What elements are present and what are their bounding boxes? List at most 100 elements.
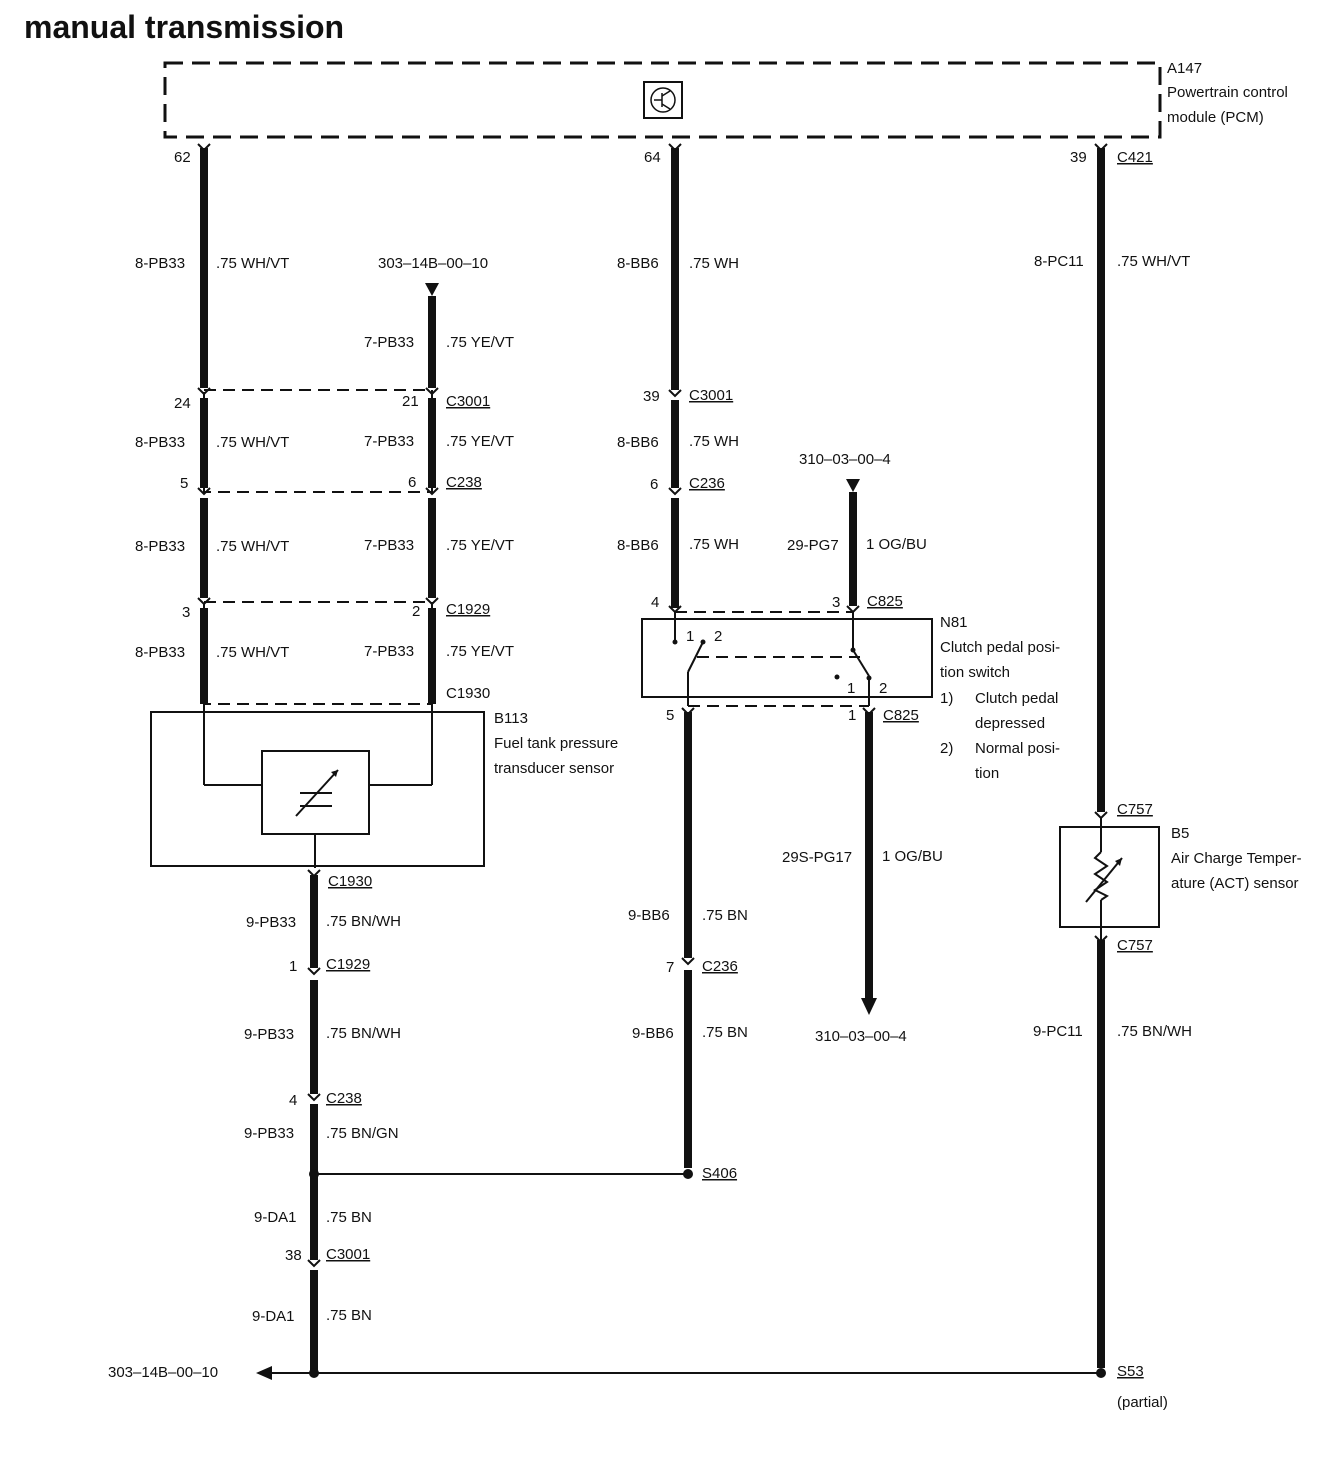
wire-ye-spec-4: .75 YE/VT [446,643,514,660]
b113-sensor [150,704,485,868]
n81-switch [641,612,933,706]
c1929-pin-ye: 2 [412,603,420,620]
splice-s53: S53 [1117,1363,1144,1380]
wire-og2-circuit: 29S-PG17 [782,849,852,866]
connector-c3001-bottom: C3001 [326,1246,370,1263]
wire-da1-lower-circuit: 9-DA1 [252,1308,295,1325]
wire-pc11-bottom-circuit: 9-PC11 [1033,1023,1083,1040]
wire-mid-circuit-3: 8-BB6 [617,537,659,554]
wire-bnwh2-circuit: 9-PB33 [244,1026,294,1043]
wire-da1-upper-circuit: 9-DA1 [254,1209,297,1226]
ref-bottom-left: 303–14B–00–10 [108,1364,218,1381]
n81-contact-2b: 2 [879,680,887,697]
c3001-pin-mid: 39 [643,388,660,405]
c238-pin-ye: 6 [408,474,416,491]
connector-c757-bottom: C757 [1117,937,1153,954]
c236-pin-mid: 6 [650,476,658,493]
connector-c3001: C3001 [446,393,490,410]
wire-ye-spec: .75 YE/VT [446,334,514,351]
arrow-left-icon [256,1366,272,1380]
connector-c825-bottom: C825 [883,707,919,724]
transistor-symbol-icon [643,81,683,119]
c825-bottom-pin-og: 1 [848,707,856,724]
splice-dot [1096,1368,1106,1378]
variable-resistor-icon [261,750,370,835]
connector-c3001-c238-outline [203,389,433,493]
connector-c1930-bottom: C1930 [328,873,372,890]
n81-note2-b: tion [975,765,999,782]
wire-left-circuit: 8-PB33 [135,255,185,272]
n81-ref: N81 [940,614,968,631]
wire-og-lower-column [861,707,877,1015]
n81-name-line1: Clutch pedal posi- [940,639,1060,656]
pcm-ref: A147 [1167,60,1202,77]
ref-og-bottom: 310–03–00–4 [815,1028,907,1045]
pcm-pin-39: 39 [1070,149,1087,166]
b113-name-line1: Fuel tank pressure [494,735,618,752]
wire-og-spec: 1 OG/BU [866,536,927,553]
wire-lower-left [307,869,321,1378]
c825-top-pin-og: 3 [832,594,840,611]
wire-og-column [846,479,860,614]
thermistor-icon [1085,851,1123,903]
wire-bnwh-spec: .75 BN/WH [326,913,401,930]
connector-c238: C238 [446,474,482,491]
diagram-title: manual transmission [24,9,344,45]
ref-top-ye: 303–14B–00–10 [378,255,488,272]
wire-middle-column [668,143,682,614]
wire-bb6-lower-circuit: 9-BB6 [632,1025,674,1042]
pcm-pin-64: 64 [644,149,661,166]
wire-left-column [197,143,211,704]
wire-da1-upper-spec: .75 BN [326,1209,372,1226]
connector-c1930-top: C1930 [446,685,490,702]
wire-left-circuit-2: 8-PB33 [135,434,185,451]
b5-ref: B5 [1171,825,1189,842]
wire-da1-lower-spec: .75 BN [326,1307,372,1324]
b5-name-line2: ature (ACT) sensor [1171,875,1299,892]
n81-note2-num: 2) [940,740,953,757]
wire-pc11-bottom-spec: .75 BN/WH [1117,1023,1192,1040]
connector-c1929-bottom: C1929 [326,956,370,973]
wire-bngn-spec: .75 BN/GN [326,1125,399,1142]
arrow-down-icon [846,479,860,492]
b113-ref: B113 [494,710,528,727]
b5-sensor [1059,818,1160,940]
c238-pin-left: 5 [180,475,188,492]
connector-c236-bottom: C236 [702,958,738,975]
wire-bnwh-circuit: 9-PB33 [246,914,296,931]
c236-bottom-pin: 7 [666,959,674,976]
wire-bnwh2-spec: .75 BN/WH [326,1025,401,1042]
wire-left-spec-4: .75 WH/VT [216,644,289,661]
wire-left-spec: .75 WH/VT [216,255,289,272]
arrow-down-icon [425,283,439,296]
b113-name-line2: transducer sensor [494,760,614,777]
c3001-bottom-pin: 38 [285,1247,302,1264]
c1929-bottom-pin: 1 [289,958,297,975]
wire-ye-circuit-3: 7-PB33 [364,537,414,554]
c3001-pin-ye: 21 [402,393,419,410]
b5-name-line1: Air Charge Temper- [1171,850,1302,867]
wire-mid-circuit-2: 8-BB6 [617,434,659,451]
wire-mid-spec-2: .75 WH [689,433,739,450]
splice-dot [683,1169,693,1179]
connector-c757-top: C757 [1117,801,1153,818]
pcm-outline [163,61,1162,139]
connector-c3001-mid: C3001 [689,387,733,404]
n81-note1-b: depressed [975,715,1045,732]
connector-c421: C421 [1117,149,1153,166]
arrow-down-icon [861,998,877,1015]
n81-note1-a: Clutch pedal [975,690,1058,707]
connector-c238-bottom: C238 [326,1090,362,1107]
wire-left-spec-2: .75 WH/VT [216,434,289,451]
n81-contact-1b: 1 [847,680,855,697]
pcm-name-line1: Powertrain control [1167,84,1288,101]
pcm-module: A147 Powertrain control module (PCM) [163,60,1288,139]
wire-bb6-lower-column [681,707,695,1179]
wire-ye-circuit-2: 7-PB33 [364,433,414,450]
wire-ye-circuit: 7-PB33 [364,334,414,351]
splice-s53-note: (partial) [1117,1394,1168,1411]
wire-ye-spec-2: .75 YE/VT [446,433,514,450]
c825-top-pin-mid: 4 [651,594,659,611]
wire-og-circuit: 29-PG7 [787,537,839,554]
